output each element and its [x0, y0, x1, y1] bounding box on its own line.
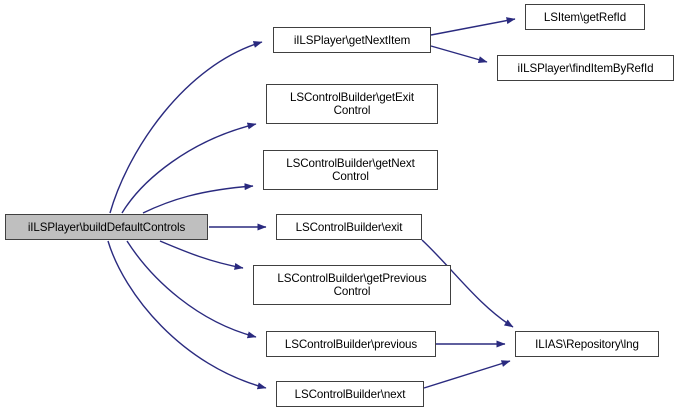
node-label: iILSPlayer\findItemByRefId — [517, 61, 654, 75]
edge-next-to-lng — [423, 360, 511, 389]
node-get-next-item[interactable]: iILSPlayer\getNextItem — [273, 27, 431, 53]
node-exit[interactable]: LSControlBuilder\exit — [276, 214, 422, 240]
node-label: LSControlBuilder\next — [294, 387, 406, 401]
edge-build-to-getpreviouscontrol — [159, 240, 244, 270]
node-label: LSControlBuilder\getNext Control — [286, 157, 415, 183]
node-label: ILIAS\Repository\lng — [535, 337, 639, 351]
edge-getnextitem-to-finditembyrefid — [430, 45, 488, 64]
node-label: LSControlBuilder\getExit Control — [290, 91, 414, 117]
node-label: LSControlBuilder\getPrevious Control — [277, 272, 427, 298]
edge-build-to-previous — [126, 240, 257, 339]
node-label: iILSPlayer\buildDefaultControls — [27, 220, 186, 234]
edge-build-to-next — [107, 240, 267, 390]
node-label: iILSPlayer\getNextItem — [293, 33, 411, 47]
node-get-ref-id[interactable]: LSItem\getRefId — [525, 4, 645, 30]
node-label: LSItem\getRefId — [543, 10, 627, 24]
edge-getnextitem-to-getrefid — [430, 17, 516, 36]
node-get-previous-control[interactable]: LSControlBuilder\getPrevious Control — [253, 265, 451, 305]
node-label: LSControlBuilder\previous — [284, 337, 418, 351]
node-previous[interactable]: LSControlBuilder\previous — [266, 331, 436, 357]
node-build-default-controls[interactable]: iILSPlayer\buildDefaultControls — [5, 214, 208, 240]
node-label: LSControlBuilder\exit — [295, 220, 403, 234]
node-get-exit-control[interactable]: LSControlBuilder\getExit Control — [266, 84, 438, 124]
node-get-next-control[interactable]: LSControlBuilder\getNext Control — [263, 150, 438, 190]
node-next[interactable]: LSControlBuilder\next — [276, 381, 424, 407]
edge-build-to-getnextitem — [109, 41, 263, 214]
node-find-item-by-ref-id[interactable]: iILSPlayer\findItemByRefId — [497, 55, 674, 81]
edge-build-to-getnextcontrol — [142, 183, 254, 214]
node-lng[interactable]: ILIAS\Repository\lng — [515, 331, 659, 357]
edge-build-to-getexitcontrol — [121, 122, 257, 214]
